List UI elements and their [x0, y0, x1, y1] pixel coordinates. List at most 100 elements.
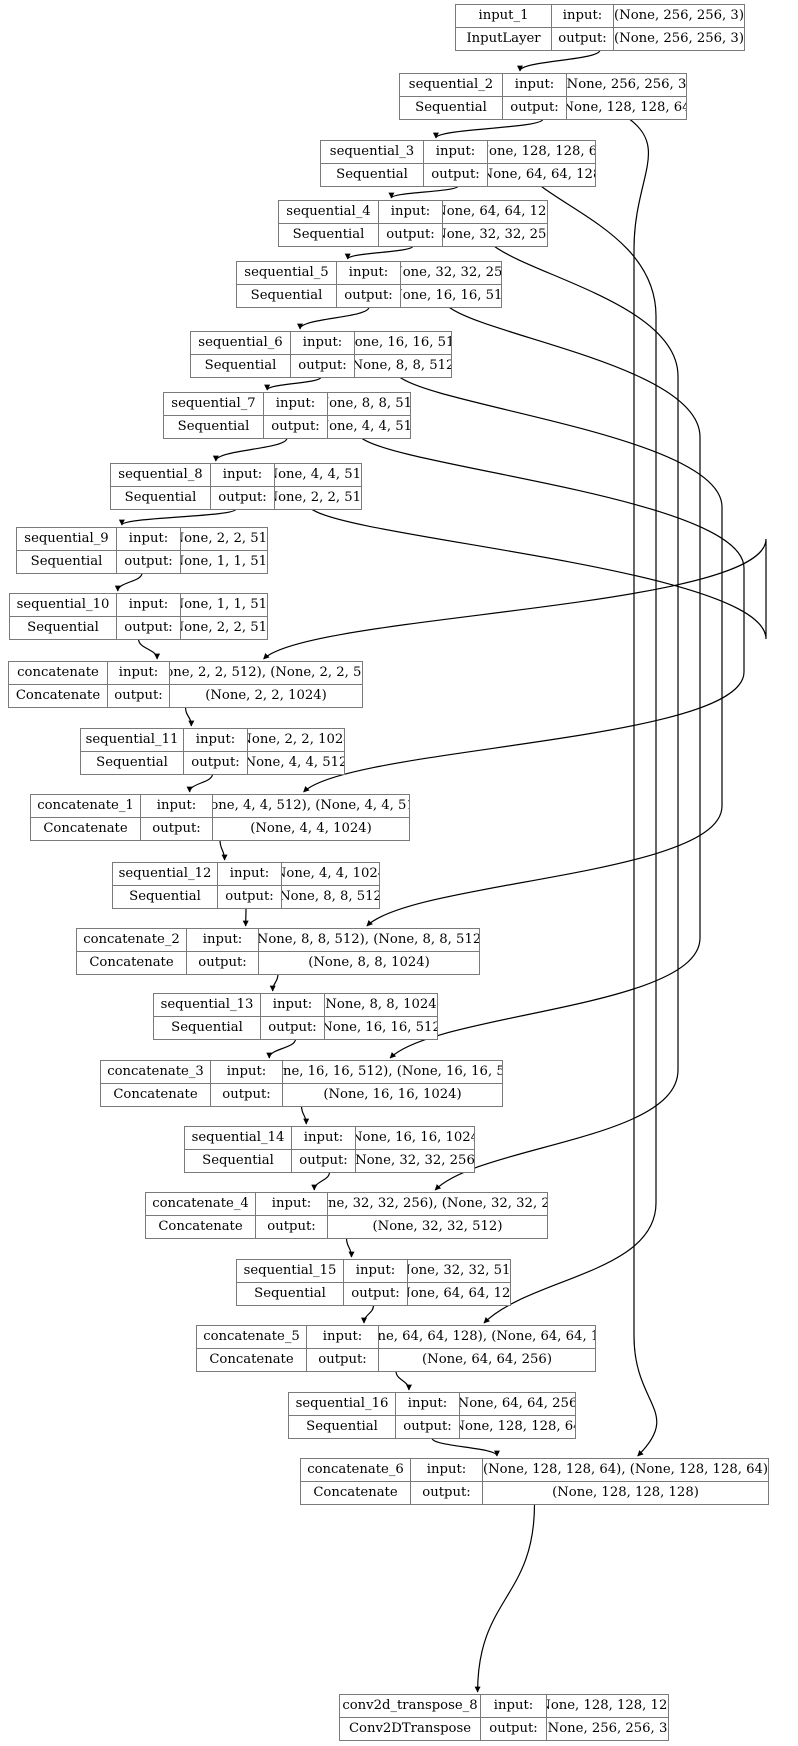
input-label-sequential_11: input:: [184, 729, 248, 751]
edge-sequential_2-to-sequential_3: [432, 118, 544, 139]
layer-class-sequential_9: Sequential: [17, 551, 117, 573]
output-label-concatenate_5: output:: [307, 1349, 379, 1371]
edge-sequential_8-to-sequential_9: [118, 508, 237, 526]
output-label-sequential_2: output:: [503, 97, 567, 119]
layer-name-sequential_10: sequential_10: [10, 594, 117, 616]
output-label-sequential_16: output:: [396, 1416, 460, 1438]
output-shape-sequential_13: (None, 16, 16, 512): [325, 1020, 437, 1035]
layer-name-concatenate_1: concatenate_1: [31, 795, 141, 817]
input-shape-sequential_16: (None, 64, 64, 256): [460, 1396, 575, 1411]
edge-sequential_11-to-concatenate_1: [186, 773, 214, 793]
layer-name-sequential_12: sequential_12: [113, 863, 218, 885]
input-label-sequential_2: input:: [503, 74, 567, 96]
output-shape-sequential_15: (None, 64, 64, 128): [408, 1286, 510, 1301]
layer-class-sequential_6: Sequential: [191, 355, 291, 377]
layer-name-sequential_9: sequential_9: [17, 528, 117, 550]
output-shape-sequential_11: (None, 4, 4, 512): [248, 755, 344, 770]
input-shape-sequential_5: (None, 32, 32, 256): [401, 265, 501, 280]
input-label-concatenate_5: input:: [307, 1326, 379, 1348]
output-label-concatenate_3: output:: [211, 1084, 283, 1106]
layer-class-sequential_2: Sequential: [400, 97, 503, 119]
layer-name-sequential_11: sequential_11: [81, 729, 184, 751]
input-shape-sequential_9: (None, 2, 2, 512): [181, 531, 267, 546]
edge-sequential_4-to-sequential_5: [344, 245, 414, 260]
output-shape-sequential_12: (None, 8, 8, 512): [282, 889, 379, 904]
layer-class-concatenate_1: Concatenate: [31, 818, 141, 840]
edge-concatenate_2-to-sequential_13: [269, 973, 279, 992]
input-shape-sequential_12: (None, 4, 4, 1024): [282, 866, 379, 881]
layer-class-sequential_4: Sequential: [279, 224, 379, 246]
layer-name-sequential_2: sequential_2: [400, 74, 503, 96]
layer-class-sequential_8: Sequential: [111, 487, 211, 509]
layer-name-concatenate_4: concatenate_4: [146, 1193, 256, 1215]
output-label-conv2d_transpose_8: output:: [481, 1718, 547, 1740]
output-label-sequential_4: output:: [379, 224, 443, 246]
output-label-sequential_9: output:: [117, 551, 181, 573]
output-label-concatenate_4: output:: [256, 1216, 328, 1238]
layer-class-sequential_14: Sequential: [185, 1150, 292, 1172]
layer-name-sequential_3: sequential_3: [321, 141, 424, 163]
output-label-sequential_15: output:: [344, 1283, 408, 1305]
input-shape-sequential_15: (None, 32, 32, 512): [408, 1263, 510, 1278]
output-label-sequential_5: output:: [337, 285, 401, 307]
input-shape-sequential_14: (None, 16, 16, 1024): [356, 1130, 474, 1145]
output-shape-input_1: [(None, 256, 256, 3)]: [614, 31, 744, 46]
input-shape-sequential_3: (None, 128, 128, 64): [488, 144, 595, 159]
input-label-sequential_5: input:: [337, 262, 401, 284]
input-label-concatenate_1: input:: [141, 795, 213, 817]
layer-class-sequential_10: Sequential: [10, 617, 117, 639]
output-shape-concatenate_3: (None, 16, 16, 1024): [323, 1087, 462, 1102]
edge-sequential_16-to-concatenate_6: [431, 1437, 500, 1457]
input-label-sequential_7: input:: [264, 393, 328, 415]
input-shape-sequential_4: (None, 64, 64, 128): [443, 204, 547, 219]
input-shape-sequential_11: (None, 2, 2, 1024): [248, 732, 344, 747]
output-label-sequential_3: output:: [424, 164, 488, 186]
layer-name-sequential_6: sequential_6: [191, 332, 291, 354]
layer-class-sequential_11: Sequential: [81, 752, 184, 774]
input-label-concatenate_4: input:: [256, 1193, 328, 1215]
input-label-sequential_14: input:: [292, 1127, 356, 1149]
input-label-sequential_15: input:: [344, 1260, 408, 1282]
edge-sequential_8-to-concatenate: [263, 508, 767, 660]
output-label-sequential_6: output:: [291, 355, 355, 377]
output-label-concatenate_1: output:: [141, 818, 213, 840]
layer-class-sequential_12: Sequential: [113, 886, 218, 908]
output-shape-sequential_3: (None, 64, 64, 128): [488, 167, 595, 182]
edge-concatenate_6-to-conv2d_transpose_8: [474, 1503, 536, 1693]
output-label-concatenate_6: output:: [411, 1482, 483, 1504]
input-shape-sequential_8: (None, 4, 4, 512): [275, 467, 361, 482]
output-shape-conv2d_transpose_8: (None, 256, 256, 3): [547, 1721, 668, 1736]
output-shape-concatenate_1: (None, 4, 4, 1024): [250, 821, 372, 836]
input-shape-concatenate_3: [(None, 16, 16, 512), (None, 16, 16, 512…: [283, 1064, 502, 1079]
input-label-concatenate: input:: [108, 662, 170, 684]
layer-class-conv2d_transpose_8: Conv2DTranspose: [340, 1718, 481, 1740]
edge-sequential_5-to-sequential_6: [297, 306, 370, 330]
layer-name-sequential_14: sequential_14: [185, 1127, 292, 1149]
edge-sequential_2-to-concatenate_6: [629, 118, 658, 1457]
